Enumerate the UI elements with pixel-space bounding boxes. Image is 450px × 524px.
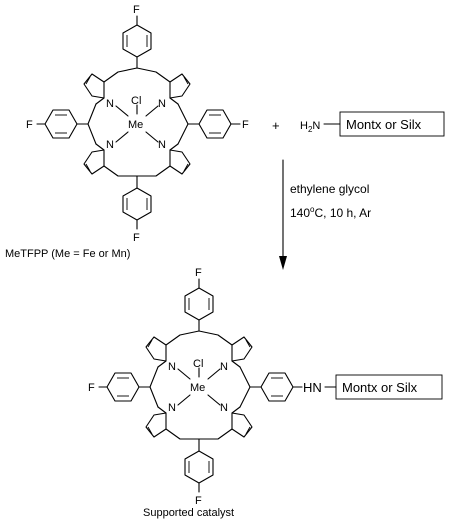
condition-temperature: 140oC, 10 h, Ar xyxy=(290,205,371,220)
nitrogen-bottom-right: N xyxy=(158,139,166,151)
reaction-arrow xyxy=(279,159,287,270)
product-nitrogen-bottom-left: N xyxy=(168,402,176,414)
product-porphyrin: F F F N N N N Cl Me xyxy=(88,267,303,507)
left-fluorophenyl xyxy=(36,109,89,139)
axial-chloride: Cl xyxy=(131,95,141,107)
amine-support: H2N Montx or Silx xyxy=(300,111,445,137)
product-fluorine-left: F xyxy=(88,382,95,394)
product-left-fluorophenyl xyxy=(98,372,151,402)
porphyrin-core xyxy=(83,67,191,177)
product-nitrogen-top-left: N xyxy=(168,361,176,373)
linker-hn: HN xyxy=(303,380,322,395)
metal-center: Me xyxy=(128,119,143,131)
plus-sign: + xyxy=(272,118,280,133)
product-support-link: HN Montx or Silx xyxy=(303,374,443,400)
condition-solvent: ethylene glycol xyxy=(290,182,369,196)
support-label: Montx or Silx xyxy=(346,117,422,132)
nitrogen-top-right: N xyxy=(158,98,166,110)
product-axial-chloride: Cl xyxy=(193,358,203,370)
product-fluorine-top: F xyxy=(195,267,202,279)
amine-n: N xyxy=(312,120,320,132)
product-caption: Supported catalyst xyxy=(143,507,234,519)
support-box xyxy=(339,111,445,137)
product-metal-center: Me xyxy=(190,382,205,394)
product-porphyrin-core xyxy=(145,330,253,440)
product-support-label: Montx or Silx xyxy=(342,380,418,395)
fluorine-top: F xyxy=(133,4,140,16)
product-fluorine-bottom: F xyxy=(195,495,202,507)
nitrogen-bottom-left: N xyxy=(106,139,114,151)
right-fluorophenyl xyxy=(187,109,241,139)
fluorine-left: F xyxy=(26,119,33,131)
product-bottom-fluorophenyl xyxy=(184,438,214,493)
svg-text:H2N: H2N xyxy=(300,120,320,134)
product-support-box xyxy=(335,374,443,400)
fluorine-right: F xyxy=(242,119,249,131)
top-fluorophenyl xyxy=(122,15,152,69)
product-right-phenyl xyxy=(249,372,303,402)
amine-h: H xyxy=(300,120,308,132)
product-top-fluorophenyl xyxy=(184,278,214,332)
amine-subscript: 2 xyxy=(308,125,313,134)
product-nitrogen-top-right: N xyxy=(220,361,228,373)
reactant-porphyrin: F F F F N N N N Cl Me MeTFPP (Me = Fe or… xyxy=(5,4,249,260)
product-nitrogen-bottom-right: N xyxy=(220,402,228,414)
reactant-caption: MeTFPP (Me = Fe or Mn) xyxy=(5,248,130,260)
nitrogen-top-left: N xyxy=(106,98,114,110)
bottom-fluorophenyl xyxy=(122,175,152,230)
fluorine-bottom: F xyxy=(133,232,140,244)
